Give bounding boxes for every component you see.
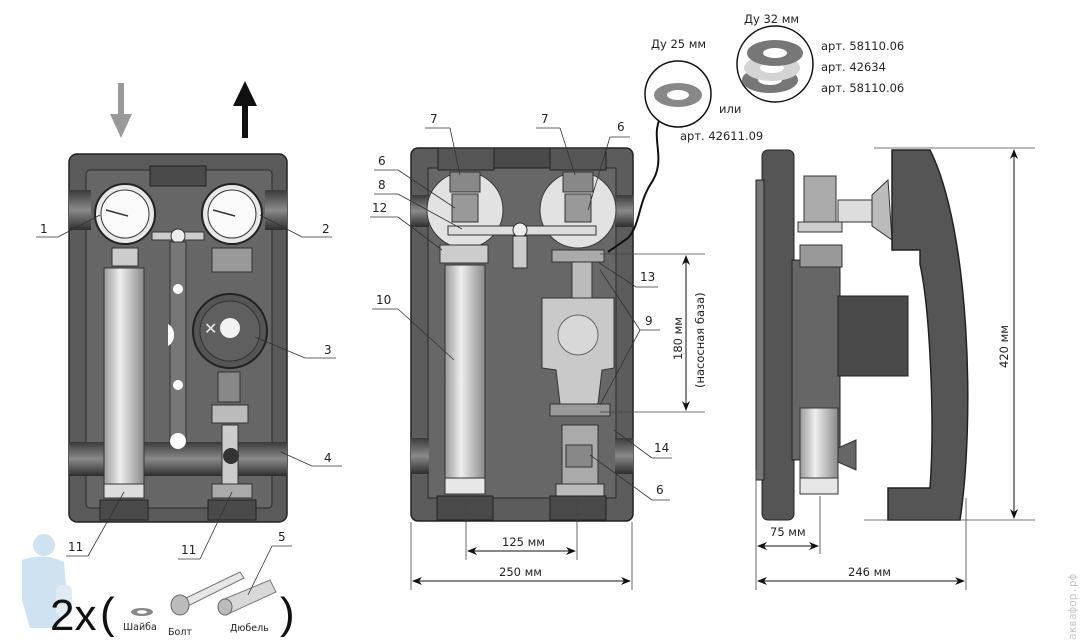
callout-14: 14 xyxy=(613,429,672,459)
callout-2: 2 xyxy=(259,214,332,238)
watermark: аквафор.рф xyxy=(1066,573,1079,640)
side-view xyxy=(755,149,969,521)
washer-icon xyxy=(131,608,153,616)
section-view xyxy=(410,147,634,522)
svg-text:12: 12 xyxy=(372,201,387,215)
kit-close-paren: ) xyxy=(280,589,295,638)
callout-8: 8 xyxy=(374,178,463,230)
gasket-dn32-article-1: арт. 58110.06 xyxy=(821,39,904,53)
svg-text:180 мм: 180 мм xyxy=(671,317,685,360)
kit-open-paren: ( xyxy=(100,589,115,638)
dowel-label: Дюбель xyxy=(230,623,269,634)
callout-3: 3 xyxy=(254,336,336,359)
svg-text:1: 1 xyxy=(40,222,48,236)
callout-6-top-left: 6 xyxy=(374,154,456,209)
svg-text:125 мм: 125 мм xyxy=(502,535,545,549)
svg-text:✕: ✕ xyxy=(204,319,217,338)
svg-text:250 мм: 250 мм xyxy=(499,565,542,579)
callout-7-right: 7 xyxy=(536,112,576,176)
gasket-or-label: или xyxy=(719,102,741,116)
svg-text:9: 9 xyxy=(645,314,653,328)
callout-9: 9 xyxy=(599,269,660,406)
bolt-icon xyxy=(170,571,245,616)
callout-5: 5 xyxy=(247,530,292,596)
svg-text:420 мм: 420 мм xyxy=(997,325,1011,368)
callout-12: 12 xyxy=(370,201,443,251)
callout-10: 10 xyxy=(372,293,455,361)
svg-text:2: 2 xyxy=(322,222,330,236)
dimension-axis-distance: 125 мм xyxy=(465,500,578,560)
dimension-depth: 246 мм xyxy=(757,498,967,590)
gasket-dn32-article-3: арт. 58110.06 xyxy=(821,81,904,95)
dowel-icon xyxy=(217,579,277,616)
svg-text:6: 6 xyxy=(378,154,386,168)
front-view: ✕ xyxy=(68,153,288,523)
dimension-width: 250 мм xyxy=(410,522,633,590)
dimension-height: 420 мм xyxy=(864,147,1035,521)
svg-text:8: 8 xyxy=(378,178,386,192)
svg-text:5: 5 xyxy=(278,530,286,544)
svg-text:4: 4 xyxy=(324,451,332,465)
callout-1: 1 xyxy=(36,214,101,238)
gasket-dn32-article-2: арт. 42634 xyxy=(821,60,886,74)
callout-11-right: 11 xyxy=(178,491,233,560)
callout-11-left: 11 xyxy=(66,491,125,557)
callout-6-top-right: 6 xyxy=(587,120,630,211)
gasket-dn25-label: Ду 25 мм xyxy=(651,37,706,51)
gasket-dn25-icon xyxy=(644,60,712,128)
svg-text:6: 6 xyxy=(617,120,625,134)
dimension-pump-base: 180 мм (насосная база) xyxy=(600,253,707,413)
bolt-label: Болт xyxy=(168,627,192,638)
gasket-dn32-label: Ду 32 мм xyxy=(744,12,799,26)
svg-text:246 мм: 246 мм xyxy=(848,565,891,579)
svg-text:6: 6 xyxy=(656,483,664,497)
supply-flow-arrow-icon xyxy=(110,83,132,138)
svg-text:(насосная база): (насосная база) xyxy=(693,292,707,388)
dimension-offset: 75 мм xyxy=(755,470,821,590)
plumber-mascot-icon xyxy=(22,534,72,628)
svg-text:11: 11 xyxy=(68,540,83,554)
svg-text:7: 7 xyxy=(541,112,549,126)
callout-7-left: 7 xyxy=(425,112,461,176)
callout-6-bottom: 6 xyxy=(589,454,670,501)
svg-text:10: 10 xyxy=(376,293,391,307)
callout-13: 13 xyxy=(597,261,658,288)
gasket-dn25-article: арт. 42611.09 xyxy=(680,129,763,143)
washer-label: Шайба xyxy=(123,622,157,633)
gasket-leader-line xyxy=(607,117,661,253)
svg-text:14: 14 xyxy=(654,441,669,455)
svg-text:3: 3 xyxy=(324,343,332,357)
svg-text:13: 13 xyxy=(640,270,655,284)
svg-text:75 мм: 75 мм xyxy=(770,525,806,539)
callout-4: 4 xyxy=(280,451,342,467)
svg-text:7: 7 xyxy=(430,112,438,126)
kit-multiplier: 2x xyxy=(50,591,96,640)
return-flow-arrow-icon xyxy=(233,81,257,138)
svg-text:11: 11 xyxy=(181,543,196,557)
gasket-dn32-stack-icon xyxy=(736,25,814,103)
